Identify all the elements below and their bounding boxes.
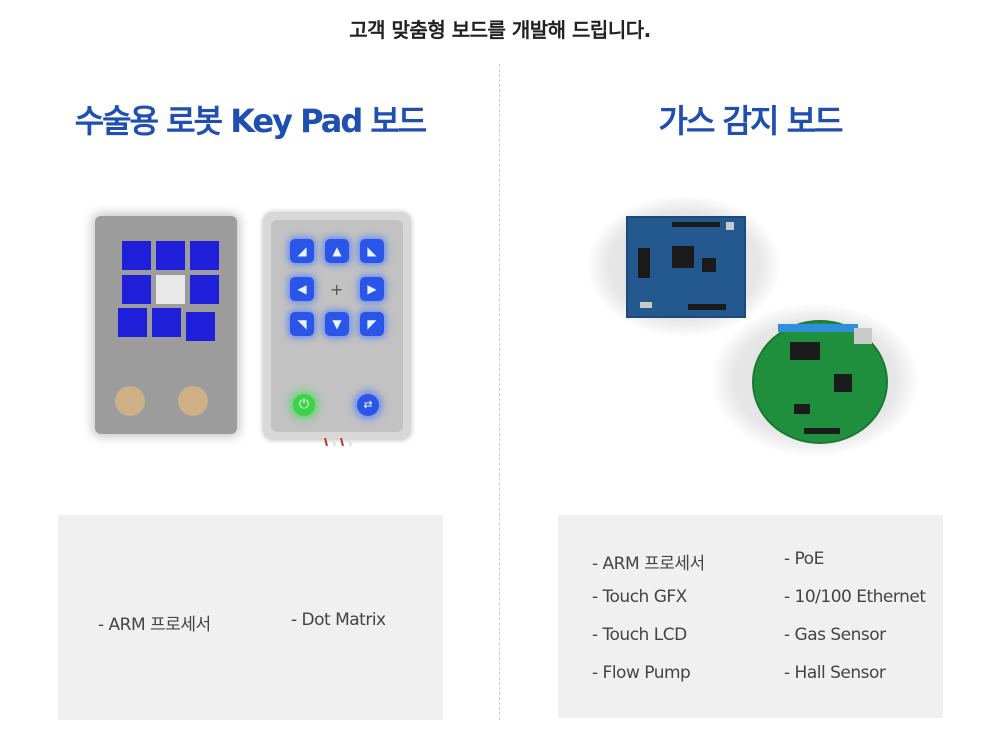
arrow-up-right-icon: ◥ [290, 312, 314, 336]
spec-item: - ARM 프로세서 [98, 615, 211, 635]
spec-item: - 10/100 Ethernet [784, 587, 926, 607]
center-mark-icon: + [330, 280, 344, 299]
gas-board-image-blue [626, 216, 746, 318]
keypad-key [152, 308, 181, 337]
arrow-up-left-icon: ◤ [360, 312, 384, 336]
gas-spec-box: - ARM 프로세서 - Touch GFX - Touch LCD - Flo… [558, 515, 943, 718]
pcb-chip [672, 246, 694, 268]
spec-item: - Dot Matrix [291, 610, 386, 630]
pcb-component [726, 222, 734, 230]
arrow-down-right-icon: ◢ [290, 239, 314, 263]
pcb-chip [702, 258, 716, 272]
gas-board-title: 가스 감지 보드 [658, 102, 844, 140]
pcb-chip [638, 248, 650, 278]
keypad-key [186, 312, 215, 341]
pcb-component [640, 302, 652, 308]
keypad-key [156, 241, 185, 270]
pcb-header [688, 304, 726, 310]
keypad-key [122, 241, 151, 270]
keypad-spec-box: - ARM 프로세서 - Dot Matrix [58, 515, 443, 720]
keypad-contact-pad [178, 386, 208, 416]
keypad-board-image-2: ◢ ▲ ◣ ◀ + ▶ ◥ ▼ ◤ ⏻ ⇄ [263, 212, 411, 446]
keypad-board-title: 수술용 로봇 Key Pad 보드 [74, 102, 428, 140]
spec-item: - ARM 프로세서 [592, 554, 705, 574]
power-icon: ⏻ [293, 394, 315, 416]
keypad-key [118, 308, 147, 337]
keypad-contact-pad [115, 386, 145, 416]
spec-item: - Touch LCD [592, 625, 687, 645]
pcb-connector [854, 328, 872, 344]
arrow-left-icon: ◀ [290, 277, 314, 301]
keypad-board-image-1 [95, 216, 237, 434]
keypad-key [122, 275, 151, 304]
swap-icon: ⇄ [357, 394, 379, 416]
pcb-header [672, 222, 720, 227]
pcb-chip [794, 404, 810, 414]
keypad-key-center [156, 275, 185, 304]
arrow-down-left-icon: ◣ [360, 239, 384, 263]
spec-item: - Flow Pump [592, 663, 691, 683]
spec-item: - PoE [784, 549, 824, 569]
column-divider [499, 64, 500, 720]
spec-item: - Touch GFX [592, 587, 687, 607]
gas-board-image-green [752, 320, 888, 444]
spec-item: - Gas Sensor [784, 625, 886, 645]
pcb-terminal-block [778, 324, 858, 332]
arrow-right-icon: ▶ [360, 277, 384, 301]
pcb-chip [834, 374, 852, 392]
cable-wires [324, 438, 352, 446]
arrow-up-icon: ▲ [325, 239, 349, 263]
arrow-down-icon: ▼ [325, 312, 349, 336]
keypad-key [190, 275, 219, 304]
pcb-relay [790, 342, 820, 360]
spec-item: - Hall Sensor [784, 663, 886, 683]
keypad-key [190, 241, 219, 270]
pcb-header [804, 428, 840, 434]
page-headline: 고객 맞춤형 보드를 개발해 드립니다. [349, 18, 651, 42]
